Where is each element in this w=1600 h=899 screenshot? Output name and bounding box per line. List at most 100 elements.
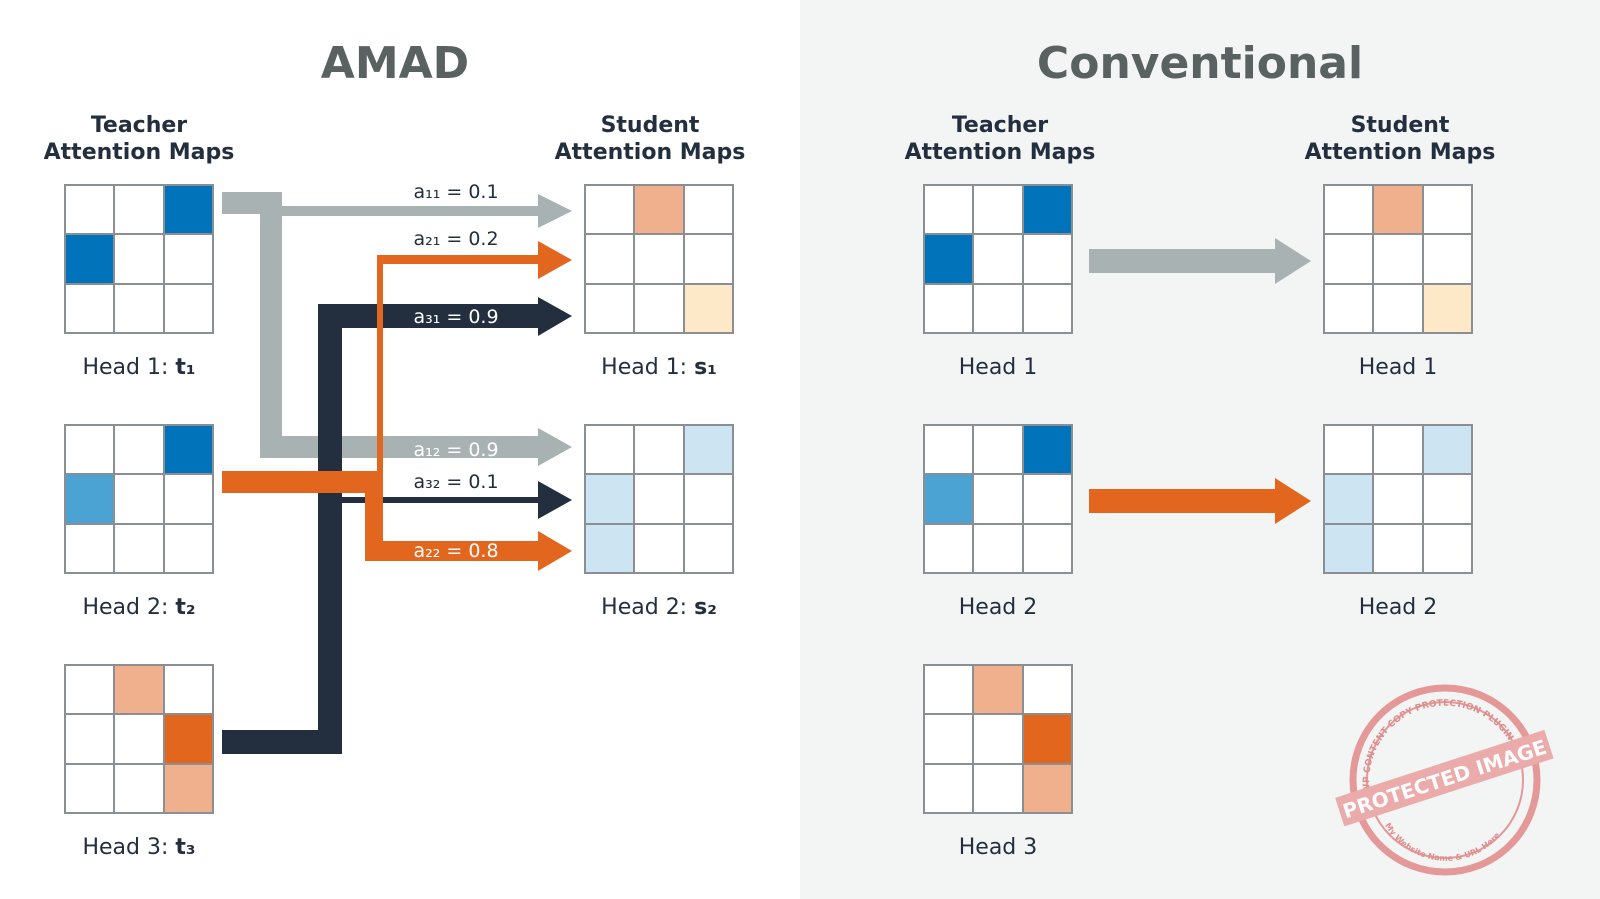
map-cell (924, 523, 974, 573)
map-cell (1422, 283, 1472, 333)
amad-title: AMAD (320, 38, 470, 89)
amad-student-cap-1: Head 1: s₁ (549, 355, 769, 380)
map-cell (1324, 425, 1374, 475)
map-cell (65, 763, 115, 813)
map-cell (114, 714, 164, 764)
map-cell (1022, 474, 1072, 524)
map-cell (1022, 234, 1072, 284)
map-cell (634, 474, 684, 524)
amad-teacher-map-1 (64, 184, 214, 334)
map-cell (683, 283, 733, 333)
amad-teacher-map-3 (64, 664, 214, 814)
map-cell (973, 714, 1023, 764)
map-cell (114, 523, 164, 573)
conv-student-header-line2: Attention Maps (1304, 140, 1496, 165)
map-cell (163, 665, 213, 715)
conv-teacher-map-3 (923, 664, 1073, 814)
conv-arrow-head2 (1089, 478, 1311, 524)
map-cell (1324, 283, 1374, 333)
map-cell (163, 234, 213, 284)
amad-student-header-line1: Student (600, 113, 700, 138)
map-cell (1324, 234, 1374, 284)
map-cell (65, 665, 115, 715)
amad-student-map-1 (584, 184, 734, 334)
map-cell (1022, 714, 1072, 764)
map-cell (114, 665, 164, 715)
cap-var: s₂ (694, 595, 717, 620)
arrow-a21 (222, 241, 572, 493)
amad-teacher-cap-1: Head 1: t₁ (29, 355, 249, 380)
conv-student-header-line1: Student (1350, 113, 1450, 138)
map-cell (1022, 283, 1072, 333)
map-cell (1422, 234, 1472, 284)
map-cell (924, 234, 974, 284)
map-cell (114, 234, 164, 284)
arrow-a22 (365, 471, 572, 571)
map-cell (924, 665, 974, 715)
map-cell (114, 425, 164, 475)
map-cell (924, 425, 974, 475)
map-cell (1022, 665, 1072, 715)
amad-teacher-header-line2: Attention Maps (43, 140, 235, 165)
conv-teacher-cap-1: Head 1 (958, 355, 1038, 380)
map-cell (634, 283, 684, 333)
conventional-title: Conventional (1036, 38, 1364, 89)
amad-student-header-line2: Attention Maps (554, 140, 746, 165)
map-cell (65, 234, 115, 284)
map-cell (973, 425, 1023, 475)
map-cell (1373, 474, 1423, 524)
map-cell (585, 523, 635, 573)
map-cell (1022, 425, 1072, 475)
protected-image-stamp: WP CONTENT COPY PROTECTION PLUGIN PROTEC… (1335, 684, 1554, 876)
map-cell (163, 425, 213, 475)
conv-teacher-map-2 (923, 424, 1073, 574)
conv-teacher-header-line1: Teacher (951, 113, 1049, 138)
map-cell (1324, 185, 1374, 235)
amad-teacher-header: Teacher Attention Maps (24, 112, 254, 166)
map-cell (924, 763, 974, 813)
map-cell (924, 185, 974, 235)
map-cell (973, 234, 1023, 284)
map-cell (1422, 185, 1472, 235)
map-cell (114, 763, 164, 813)
amad-student-header: Student Attention Maps (535, 112, 765, 166)
cap-prefix: Head 3: (82, 835, 176, 860)
cap-prefix: Head 1: (601, 355, 695, 380)
conv-teacher-header: Teacher Attention Maps (885, 112, 1115, 166)
map-cell (585, 474, 635, 524)
amad-teacher-cap-3: Head 3: t₃ (29, 835, 249, 860)
amad-teacher-cap-2: Head 2: t₂ (29, 595, 249, 620)
map-cell (1422, 523, 1472, 573)
map-cell (585, 185, 635, 235)
cap-prefix: Head 2: (82, 595, 176, 620)
map-cell (163, 283, 213, 333)
map-cell (114, 185, 164, 235)
conv-teacher-cap-2: Head 2 (958, 595, 1038, 620)
map-cell (683, 425, 733, 475)
amad-teacher-header-line1: Teacher (90, 113, 188, 138)
stamp-bottom-text: My Website Name & URL Here (1383, 821, 1502, 863)
map-cell (1022, 185, 1072, 235)
map-cell (585, 234, 635, 284)
map-cell (973, 665, 1023, 715)
map-cell (973, 283, 1023, 333)
map-cell (163, 474, 213, 524)
map-cell (585, 425, 635, 475)
map-cell (634, 185, 684, 235)
map-cell (585, 283, 635, 333)
conv-teacher-header-line2: Attention Maps (904, 140, 1096, 165)
weight-a21: a₂₁ = 0.2 (413, 228, 498, 250)
conv-teacher-cap-3: Head 3 (958, 835, 1038, 860)
map-cell (1373, 234, 1423, 284)
map-cell (1373, 523, 1423, 573)
map-cell (683, 523, 733, 573)
conv-student-cap-2: Head 2 (1358, 595, 1438, 620)
cap-var: t₁ (175, 355, 196, 380)
conv-student-map-2 (1323, 424, 1473, 574)
map-cell (1373, 185, 1423, 235)
map-cell (973, 474, 1023, 524)
map-cell (114, 474, 164, 524)
conv-student-header: Student Attention Maps (1285, 112, 1515, 166)
weight-a31: a₃₁ = 0.9 (413, 306, 498, 328)
map-cell (65, 425, 115, 475)
